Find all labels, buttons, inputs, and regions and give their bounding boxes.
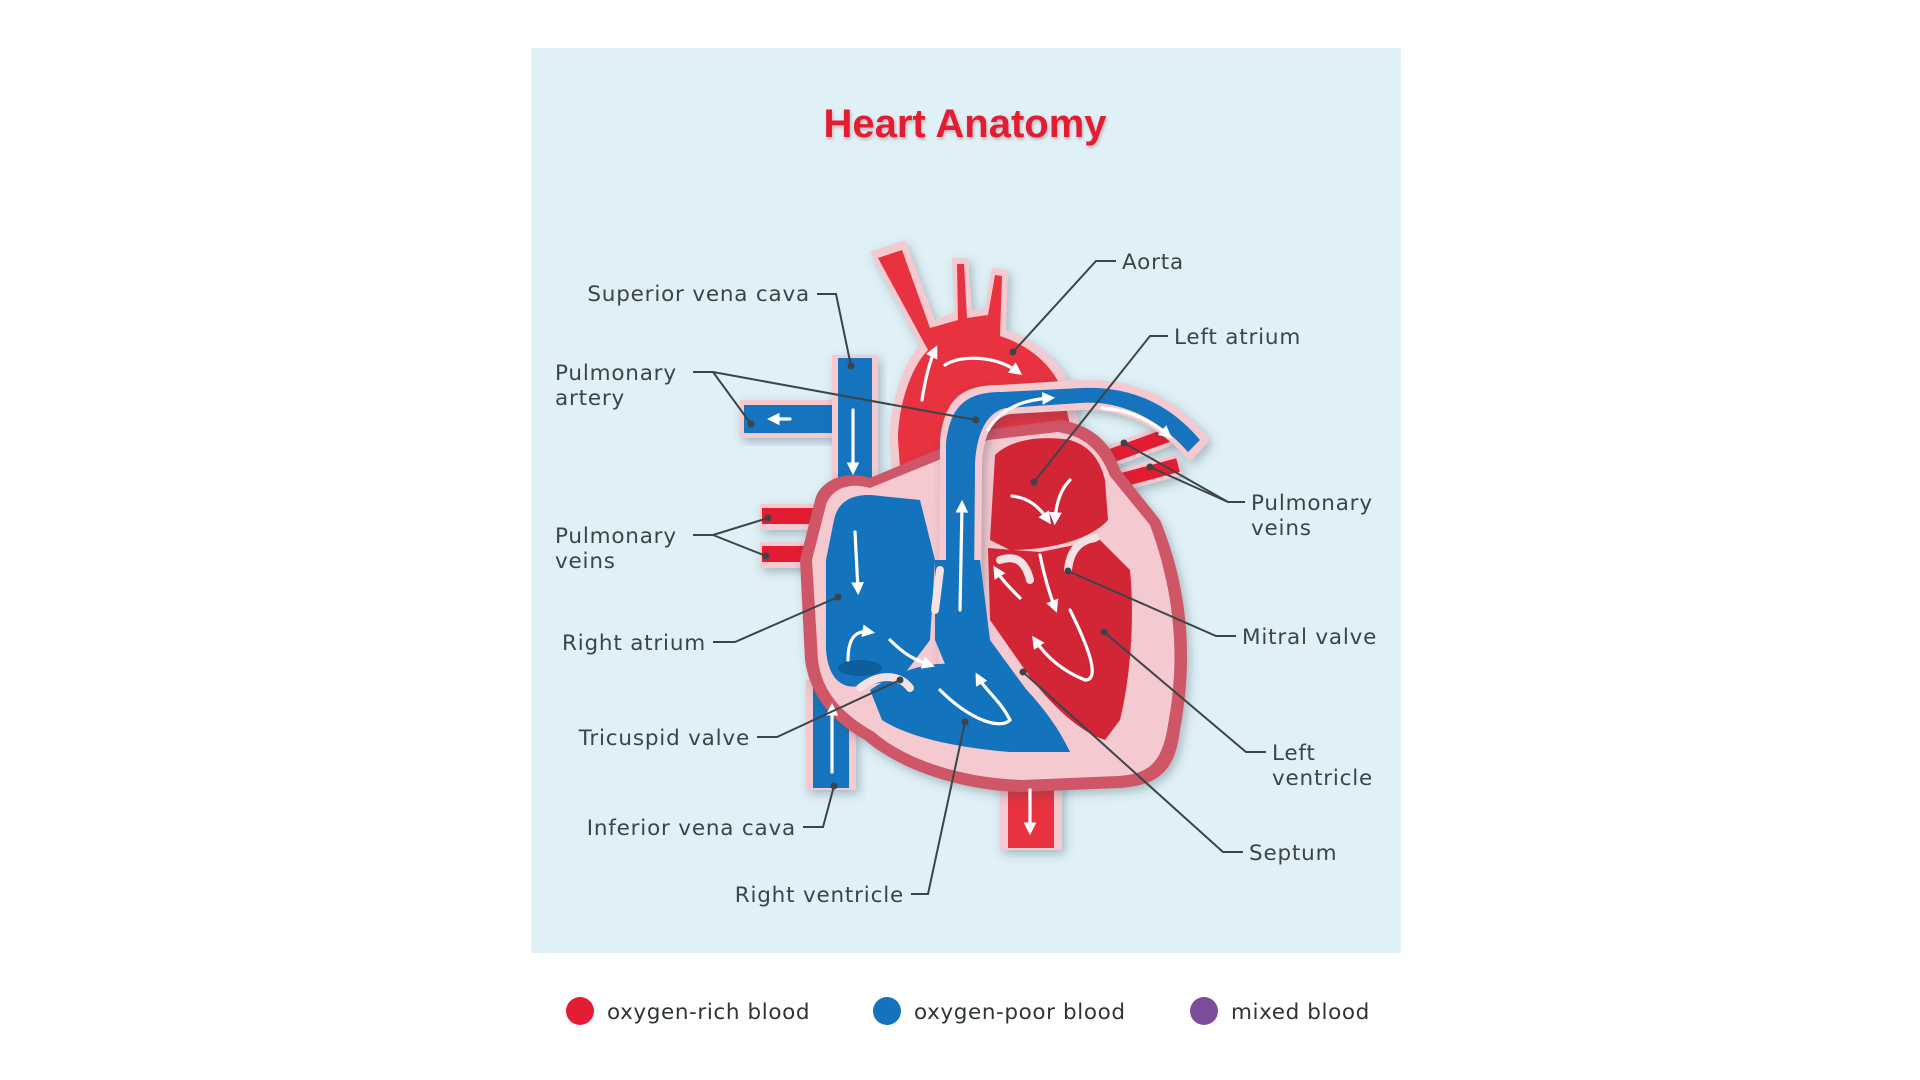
label-pulmonary-artery-line2: artery — [555, 386, 625, 411]
label-right-atrium: Right atrium — [562, 631, 706, 656]
label-mitral-valve: Mitral valve — [1242, 625, 1377, 650]
right-ventricle — [870, 560, 1070, 752]
label-left-atrium: Left atrium — [1174, 325, 1301, 350]
label-superior-vena-cava: Superior vena cava — [587, 282, 810, 307]
pulmonary-veins-left — [760, 504, 820, 568]
legend-label-oxygen-rich: oxygen-rich blood — [607, 1000, 810, 1025]
label-aorta: Aorta — [1122, 250, 1184, 275]
label-pulmonary-veins-left-line2: veins — [555, 549, 616, 574]
legend-item-oxygen-poor: oxygen-poor blood — [873, 997, 1126, 1025]
legend: oxygen-rich blood oxygen-poor blood mixe… — [566, 997, 1370, 1025]
oxygen-poor-swatch-icon — [873, 997, 901, 1025]
legend-label-oxygen-poor: oxygen-poor blood — [914, 1000, 1126, 1025]
diagram-title: Heart Anatomy — [823, 102, 1107, 146]
blood-flow-arrows — [766, 345, 1172, 836]
mixed-swatch-icon — [1190, 997, 1218, 1025]
leader-lines — [693, 260, 1266, 895]
label-pulmonary-artery: Pulmonary — [555, 361, 677, 386]
legend-label-mixed: mixed blood — [1231, 1000, 1370, 1025]
label-pulmonary-veins-right-line2: veins — [1251, 516, 1312, 541]
left-atrium — [990, 438, 1108, 550]
legend-item-oxygen-rich: oxygen-rich blood — [566, 997, 810, 1025]
label-tricuspid-valve: Tricuspid valve — [578, 726, 750, 751]
label-septum: Septum — [1249, 841, 1337, 866]
label-right-ventricle: Right ventricle — [735, 883, 904, 908]
oxygen-rich-swatch-icon — [566, 997, 594, 1025]
valves — [856, 534, 1099, 692]
labels: Superior vena cava Pulmonary artery Pulm… — [555, 250, 1377, 908]
label-left-ventricle-line2: ventricle — [1272, 766, 1373, 791]
heart-illustration — [740, 240, 1210, 850]
legend-item-mixed: mixed blood — [1190, 997, 1370, 1025]
label-pulmonary-veins-right: Pulmonary — [1251, 491, 1373, 516]
label-left-ventricle: Left — [1272, 741, 1316, 766]
label-pulmonary-veins-left: Pulmonary — [555, 524, 677, 549]
label-inferior-vena-cava: Inferior vena cava — [587, 816, 796, 841]
left-ventricle — [988, 540, 1132, 740]
